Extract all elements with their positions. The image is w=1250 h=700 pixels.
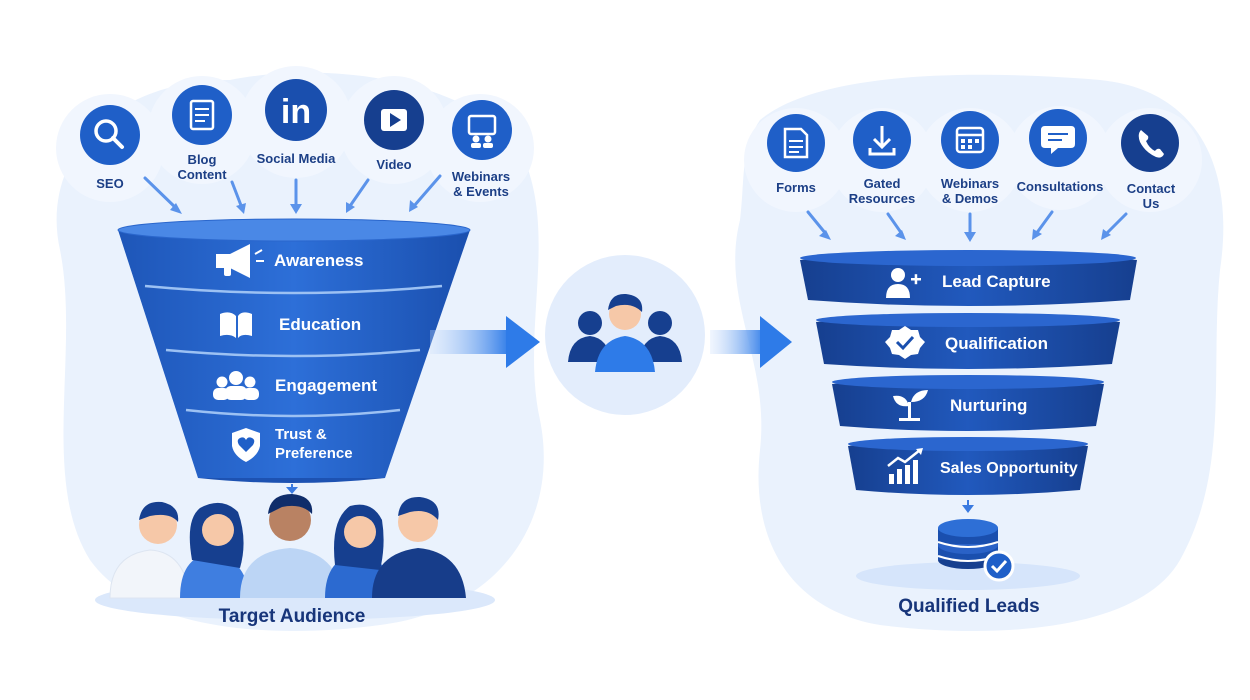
growth-chart-icon xyxy=(887,448,923,484)
caption-qualified-leads: Qualified Leads xyxy=(898,596,1040,617)
right-floor-shadow xyxy=(856,562,1080,590)
book-icon xyxy=(220,312,252,338)
svg-text:in: in xyxy=(281,93,311,131)
database-check-icon xyxy=(937,519,1015,582)
left-funnel xyxy=(117,218,471,494)
left-flow-arrow xyxy=(430,316,540,368)
right-flow-arrow xyxy=(710,316,792,368)
channel-label-webinars-demos: Webinars & Demos xyxy=(940,176,1000,206)
presentation-icon xyxy=(452,100,512,160)
left-channel-arrows xyxy=(143,174,442,214)
channel-label-video: Video xyxy=(376,157,412,172)
channel-webinars-demos xyxy=(918,108,1022,212)
channel-forms xyxy=(744,108,848,212)
channel-seo xyxy=(56,94,164,202)
megaphone-icon xyxy=(216,244,264,278)
channel-label-contact-us: Contact Us xyxy=(1126,181,1176,211)
channel-social-media: in xyxy=(240,66,352,178)
channel-label-seo: SEO xyxy=(96,176,124,191)
channel-video xyxy=(340,76,448,184)
stage-label-engagement: Engagement xyxy=(275,376,378,395)
caption-target-audience: Target Audience xyxy=(218,606,366,627)
add-user-icon xyxy=(886,268,921,298)
stage-label-lead-capture: Lead Capture xyxy=(942,272,1051,291)
channel-consultations xyxy=(1008,106,1112,210)
stage-label-nurturing: Nurturing xyxy=(950,396,1028,415)
linkedin-icon xyxy=(265,79,327,141)
channel-label-blog-content: Blog Content xyxy=(177,152,227,182)
right-channel-arrows xyxy=(806,210,1128,242)
sprout-icon xyxy=(893,390,928,421)
phone-icon xyxy=(1121,114,1179,172)
channel-contact-us xyxy=(1098,108,1202,212)
stage-label-sales-opportunity: Sales Opportunity xyxy=(940,460,1078,477)
people-icon xyxy=(213,371,259,400)
stage-label-education: Education xyxy=(279,315,362,334)
channel-gated-resources xyxy=(830,108,934,212)
channel-label-consultations: Consultations xyxy=(1016,179,1104,194)
channel-label-gated-resources: Gated Resources xyxy=(848,176,916,206)
center-audience-circle xyxy=(545,255,705,415)
target-audience-people xyxy=(109,494,466,599)
channel-webinars-events xyxy=(426,94,534,202)
form-icon xyxy=(767,114,825,172)
stage-label-trust-preference: Trust & Preference xyxy=(275,426,353,462)
search-icon xyxy=(80,105,140,165)
right-funnel xyxy=(800,250,1137,513)
stage-label-awareness: Awareness xyxy=(274,251,364,270)
audience-group-icon xyxy=(568,293,682,372)
stage-label-qualification: Qualification xyxy=(945,334,1048,353)
channel-label-webinars-events: Webinars & Events xyxy=(451,169,511,199)
channel-blog-content xyxy=(148,76,256,184)
badge-check-icon xyxy=(885,326,925,359)
channel-label-forms: Forms xyxy=(776,180,816,195)
channel-label-social-media: Social Media xyxy=(256,151,336,166)
shield-heart-icon xyxy=(232,428,260,462)
